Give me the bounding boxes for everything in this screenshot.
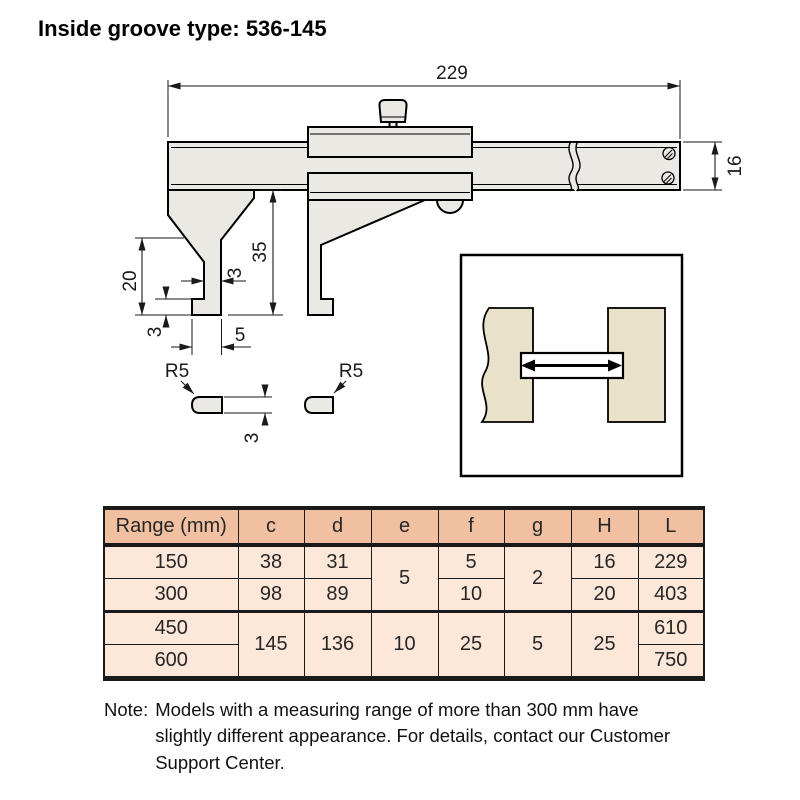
slider-lower-block xyxy=(307,172,473,201)
table-header-row: Range (mm) c d e f g H L xyxy=(103,507,705,547)
spec-table: Range (mm) c d e f g H L 150 38 31 5 5 xyxy=(103,506,705,681)
cell-e: 5 xyxy=(370,544,439,612)
cell-g: 2 xyxy=(503,544,572,612)
cell-range: 300 xyxy=(103,578,239,612)
col-header-g: g xyxy=(503,507,572,547)
note: Note: Models with a measuring range of m… xyxy=(104,697,695,776)
cell-L: 229 xyxy=(637,544,705,579)
cell-H: 16 xyxy=(570,544,639,579)
movable-jaw xyxy=(307,199,426,316)
cell-d: 89 xyxy=(303,578,372,612)
table-row-300: 300 98 89 10 20 403 xyxy=(103,578,705,612)
dimension-3-foot-height: 3 xyxy=(145,286,192,338)
table-row-600: 600 750 xyxy=(103,644,705,679)
dim-label-tip-thickness: 3 xyxy=(242,433,263,444)
cell-e: 10 xyxy=(370,610,439,679)
cell-range: 450 xyxy=(103,610,239,645)
dim-label-beam-height: 16 xyxy=(725,155,746,176)
dimension-229: 229 xyxy=(167,63,681,139)
screw-icon xyxy=(662,146,676,161)
radius-label: R5 xyxy=(339,361,363,382)
cell-f: 25 xyxy=(437,610,505,679)
dim-label-jaw-length: 35 xyxy=(250,241,271,262)
cell-range: 150 xyxy=(103,544,239,579)
cell-H: 25 xyxy=(570,610,639,679)
cell-H: 20 xyxy=(570,578,639,612)
radius-callout-right: R5 xyxy=(333,361,363,394)
thumb-screw xyxy=(378,99,408,128)
slider-upper-block xyxy=(307,126,473,158)
cell-c: 98 xyxy=(237,578,305,612)
cell-L: 750 xyxy=(637,644,705,679)
cell-d: 31 xyxy=(303,544,372,579)
measurement-arrow-icon xyxy=(521,359,622,372)
dimension-35: 35 xyxy=(228,189,283,316)
thumb-rest xyxy=(435,199,465,214)
col-header-L: L xyxy=(637,507,705,547)
jaw-tip-detail-left xyxy=(190,396,223,414)
dim-label-foot-width: 5 xyxy=(235,325,246,346)
note-label: Note: xyxy=(104,699,149,720)
col-header-e: e xyxy=(370,507,439,547)
beam-break xyxy=(568,140,581,192)
dimension-16: 16 xyxy=(683,141,746,191)
cell-range: 600 xyxy=(103,644,239,679)
caliper xyxy=(167,99,681,316)
dimension-20: 20 xyxy=(120,237,192,316)
fixed-jaw xyxy=(167,189,255,316)
cell-f: 10 xyxy=(437,578,505,612)
cell-f: 5 xyxy=(437,544,505,579)
radius-callout-left: R5 xyxy=(165,361,195,395)
detail-inset xyxy=(459,253,684,478)
col-header-c: c xyxy=(237,507,305,547)
dim-label-jaw-upper: 20 xyxy=(120,270,141,291)
dimension-3-jaw-thickness: 3 xyxy=(181,268,246,285)
cell-L: 610 xyxy=(637,610,705,645)
technical-drawing: 229 16 35 20 3 3 xyxy=(120,63,746,478)
dim-label-jaw-thickness: 3 xyxy=(225,268,246,279)
dim-label-foot-height: 3 xyxy=(145,327,166,338)
table-row-150: 150 38 31 5 5 2 16 229 xyxy=(103,544,705,612)
jaw-tip-detail-right xyxy=(303,396,334,414)
cell-c: 38 xyxy=(237,544,305,579)
col-header-range: Range (mm) xyxy=(103,507,239,547)
note-text: Models with a measuring range of more th… xyxy=(155,699,671,773)
radius-label: R5 xyxy=(165,361,189,382)
cell-L: 403 xyxy=(637,578,705,612)
col-header-f: f xyxy=(437,507,505,547)
spec-table-wrap: Range (mm) c d e f g H L 150 38 31 5 5 xyxy=(103,506,705,681)
cell-g: 5 xyxy=(503,610,572,679)
workpiece-left xyxy=(480,307,534,423)
col-header-d: d xyxy=(303,507,372,547)
screw-icon xyxy=(661,171,675,185)
table-row-450: 450 145 136 10 25 5 25 610 xyxy=(103,610,705,679)
page-title: Inside groove type: 536-145 xyxy=(38,16,327,41)
cell-d: 136 xyxy=(303,610,372,679)
dimension-3-tip-thickness: 3 xyxy=(224,384,272,444)
cell-c: 145 xyxy=(237,610,305,679)
dim-label-overall-length: 229 xyxy=(436,63,468,84)
col-header-H: H xyxy=(570,507,639,547)
dimension-5: 5 xyxy=(171,319,251,355)
